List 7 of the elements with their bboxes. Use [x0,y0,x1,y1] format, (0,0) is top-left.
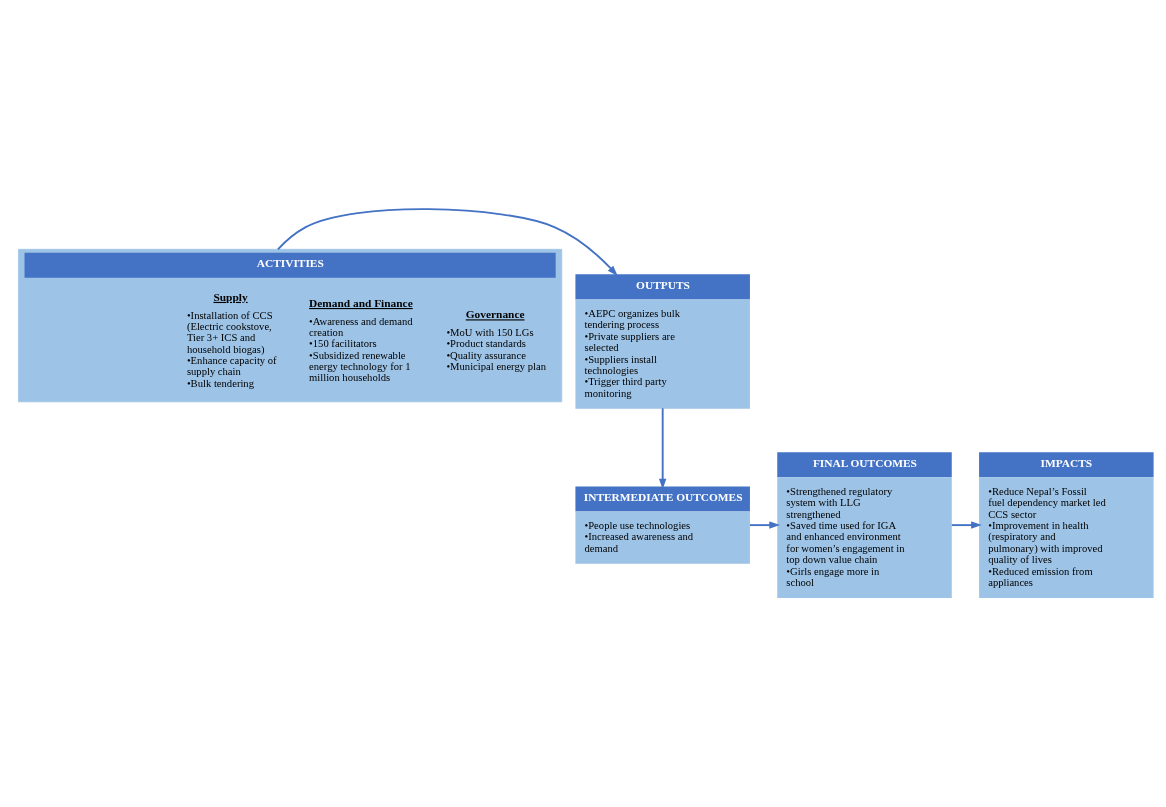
node-text: Governance •MoU with 150 LGs •Product standards •Quality assurance •Municipal energy plan [446,308,546,373]
node-text: Demand and Finance •Awareness and demand creation •150 facilitators •Subsidized renewable energy technology for 1 million households [309,296,413,384]
arrow [277,208,618,276]
node-text: Supply •Installation of CCS (Electric cookstove, Tier 3+ ICS and household biogas) •Enhance capacity of supply chain •Bulk tendering [186,290,277,389]
arrow [950,521,982,529]
arrow [749,521,780,529]
arrow [658,407,667,490]
